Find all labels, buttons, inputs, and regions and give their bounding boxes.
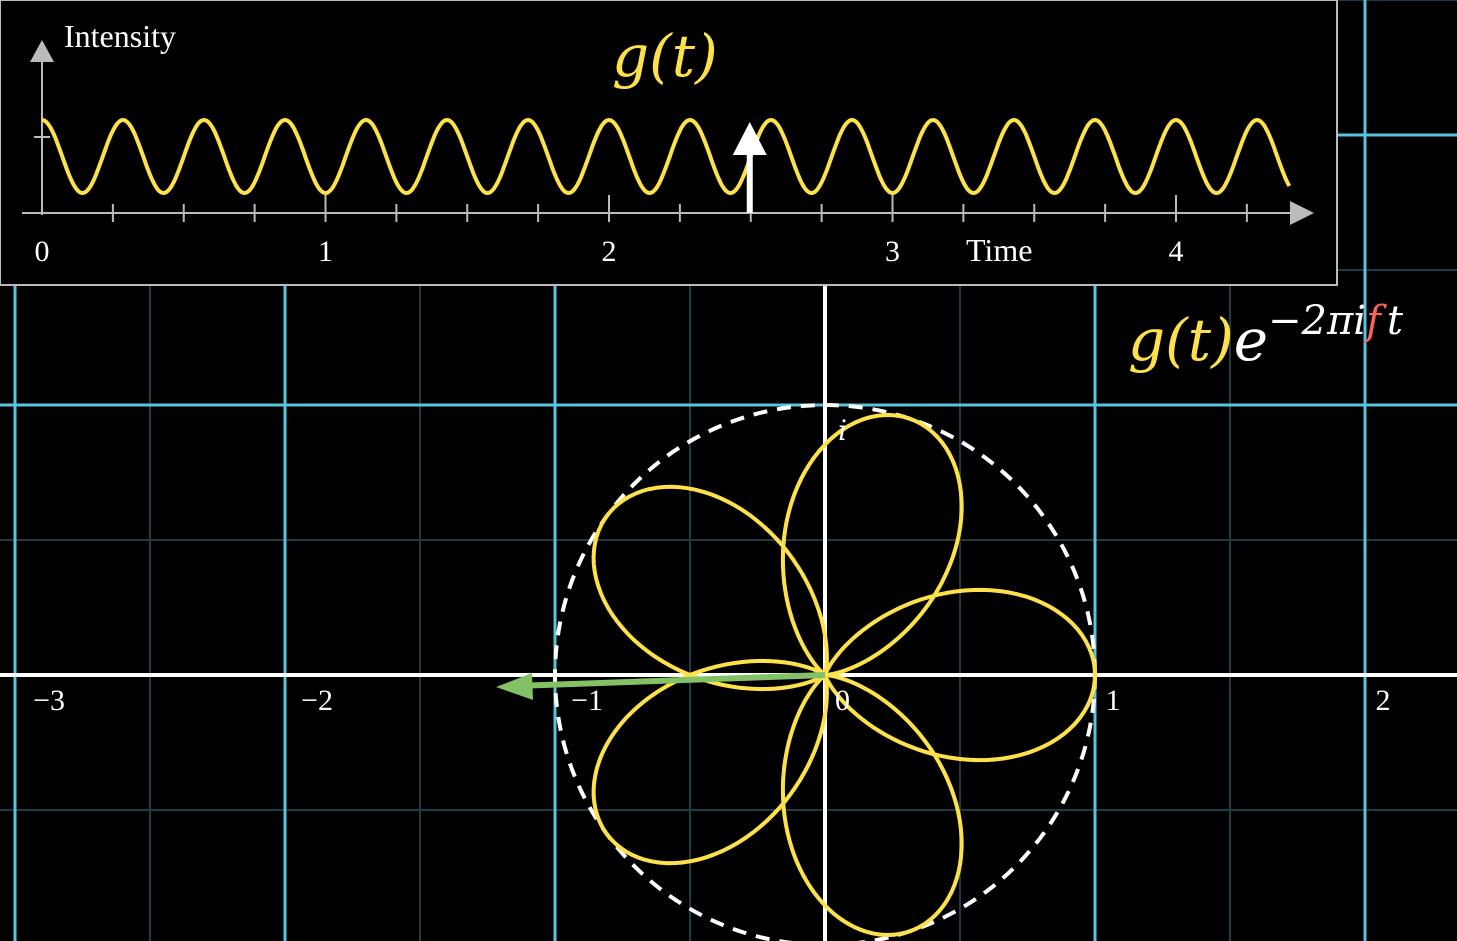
triangle-right-arrowhead-icon: [1290, 201, 1314, 225]
formula-exp-base: e: [1234, 306, 1268, 374]
center-of-mass-vector-head: [496, 673, 533, 700]
time-x-ticks: [111, 195, 1248, 222]
real-tick-label: −1: [571, 684, 603, 717]
real-axis-tick-labels: −3 −2 −1 0 1 2: [33, 684, 1390, 717]
time-tick-label: 2: [602, 235, 617, 268]
imaginary-unit-label: i: [838, 414, 847, 447]
real-tick-label: 1: [1106, 684, 1121, 717]
time-panel-background: [0, 0, 1338, 286]
intensity-axis-label: Intensity: [64, 18, 176, 54]
function-label-g-of-t: g(t): [612, 22, 718, 90]
time-signal-curve: [41, 117, 1292, 196]
time-marker-head: [732, 122, 767, 155]
time-tick-label: 1: [318, 235, 333, 268]
time-x-tick-labels: 0 1 2 3 4: [35, 235, 1184, 268]
time-tick-label: 4: [1169, 235, 1184, 268]
formula-time-symbol: t: [1387, 298, 1404, 344]
formula-exponent: −2πi: [1268, 298, 1366, 344]
real-tick-label: 0: [835, 684, 850, 717]
center-of-mass-vector: [496, 672, 826, 700]
formula-frequency-symbol: f: [1363, 298, 1387, 344]
real-tick-label: 2: [1376, 684, 1391, 717]
time-domain-panel: 0 1 2 3 4 Intensity Time g(t): [0, 0, 1338, 286]
formula-g-of-t: g(t): [1128, 306, 1234, 374]
triangle-up-arrowhead-icon: [30, 40, 54, 62]
real-tick-label: −3: [33, 684, 65, 717]
center-of-mass-vector-shaft: [514, 672, 826, 689]
vertical-arrow-icon: [732, 122, 767, 213]
time-axes: 0 1 2 3 4: [22, 40, 1314, 268]
time-tick-label: 0: [35, 235, 50, 268]
time-axis-label: Time: [966, 232, 1032, 268]
time-tick-label: 3: [885, 235, 900, 268]
real-tick-label: −2: [301, 684, 333, 717]
